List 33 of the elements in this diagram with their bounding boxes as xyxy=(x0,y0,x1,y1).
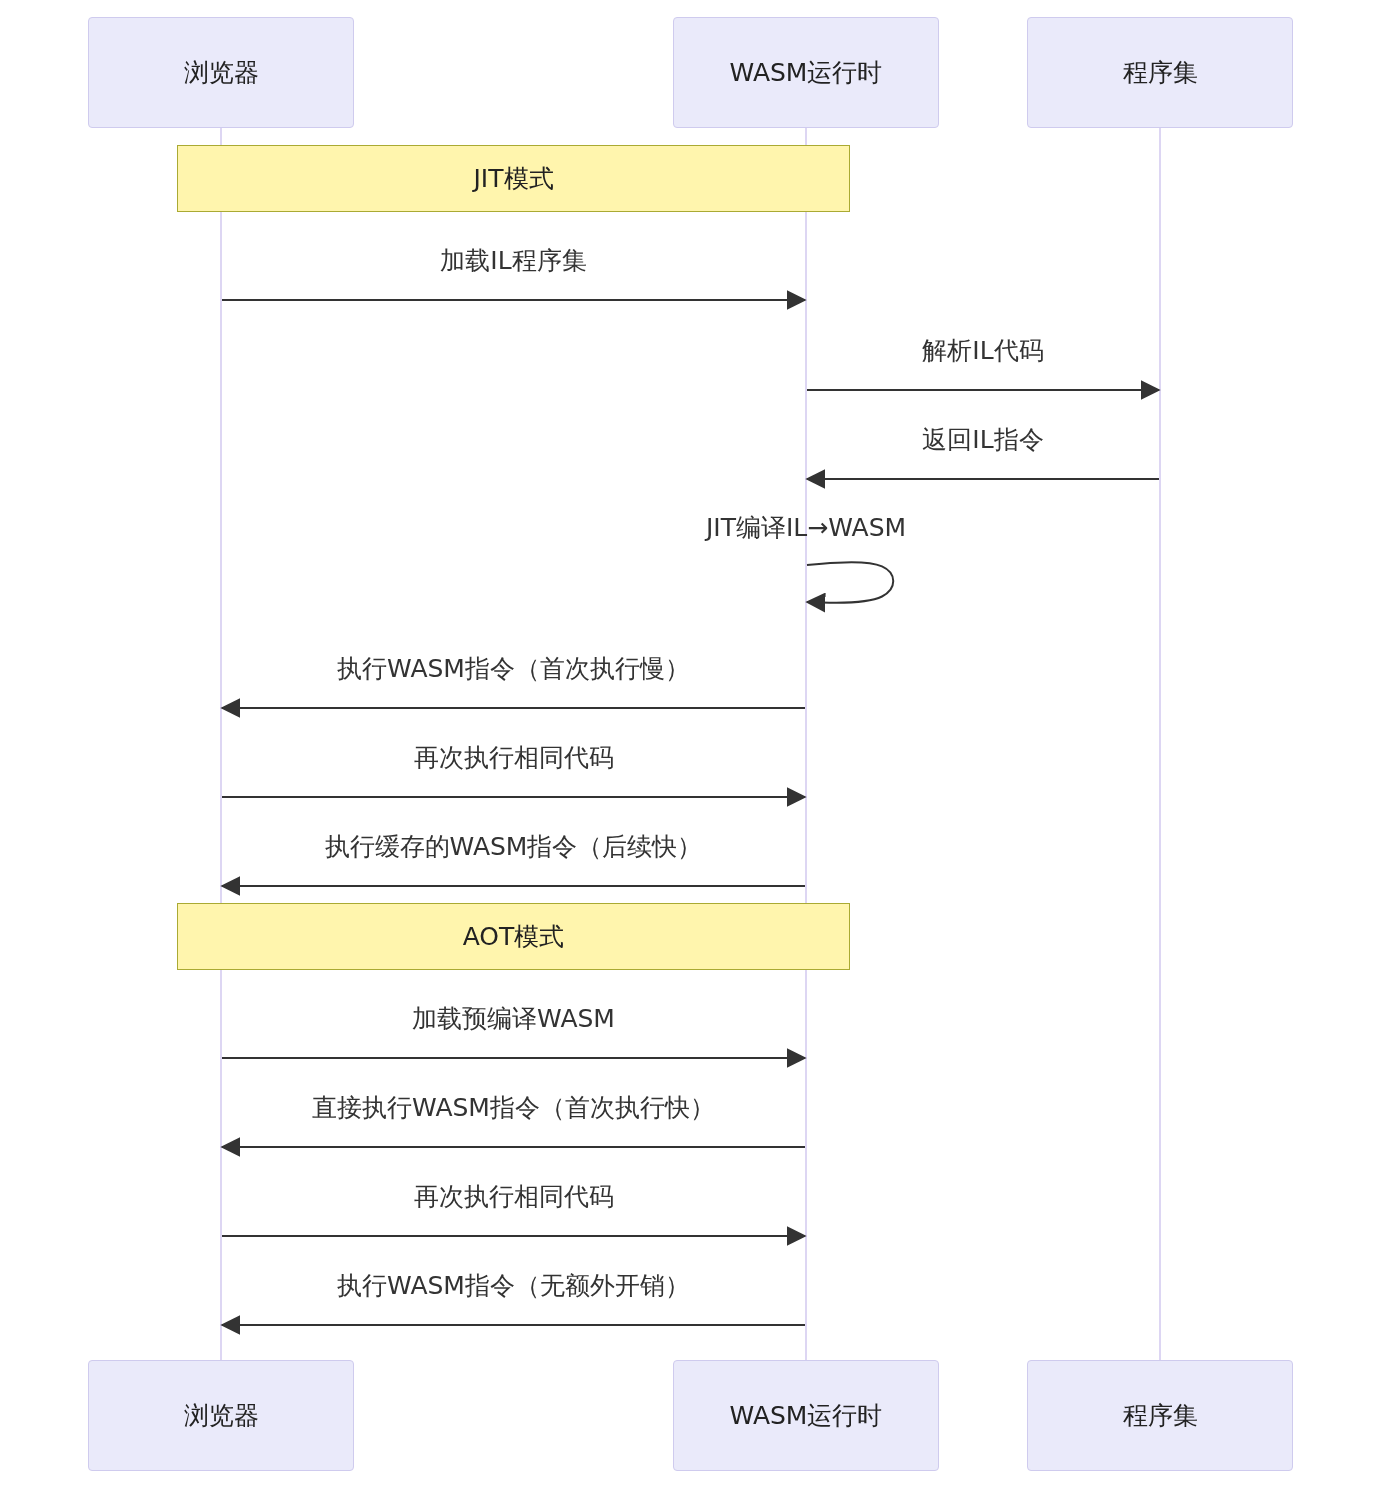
participant-box: 程序集 xyxy=(1027,17,1293,128)
message-arrow xyxy=(220,876,806,896)
lifeline xyxy=(1159,128,1161,1360)
message-arrow xyxy=(221,1048,807,1068)
message-arrow xyxy=(806,380,1161,400)
note-box: AOT模式 xyxy=(177,903,850,970)
message-label: 解析IL代码 xyxy=(922,336,1044,366)
message-arrow xyxy=(220,1315,806,1335)
message-label: 加载预编译WASM xyxy=(412,1004,615,1034)
lifeline xyxy=(220,128,222,1360)
participant-box: WASM运行时 xyxy=(673,1360,939,1471)
message-arrow xyxy=(221,290,807,310)
message-arrow xyxy=(221,787,807,807)
message-arrow xyxy=(221,1226,807,1246)
message-label: 再次执行相同代码 xyxy=(413,1182,614,1212)
message-arrow xyxy=(805,469,1160,489)
lifeline xyxy=(805,128,807,1360)
message-label: 返回IL指令 xyxy=(922,425,1044,455)
participant-box: 程序集 xyxy=(1027,1360,1293,1471)
message-label: 执行缓存的WASM指令（后续快） xyxy=(324,832,703,862)
message-arrow xyxy=(220,698,806,718)
message-arrow xyxy=(220,1137,806,1157)
note-box: JIT模式 xyxy=(177,145,850,212)
message-label: 再次执行相同代码 xyxy=(413,743,614,773)
self-message-arrow xyxy=(805,561,895,613)
message-label: 加载IL程序集 xyxy=(440,246,587,276)
participant-box: WASM运行时 xyxy=(673,17,939,128)
message-label: JIT编译IL→WASM xyxy=(705,513,907,543)
participant-box: 浏览器 xyxy=(88,17,354,128)
message-label: 执行WASM指令（首次执行慢） xyxy=(337,654,690,684)
participant-box: 浏览器 xyxy=(88,1360,354,1471)
message-label: 执行WASM指令（无额外开销） xyxy=(337,1271,690,1301)
message-label: 直接执行WASM指令（首次执行快） xyxy=(312,1093,715,1123)
